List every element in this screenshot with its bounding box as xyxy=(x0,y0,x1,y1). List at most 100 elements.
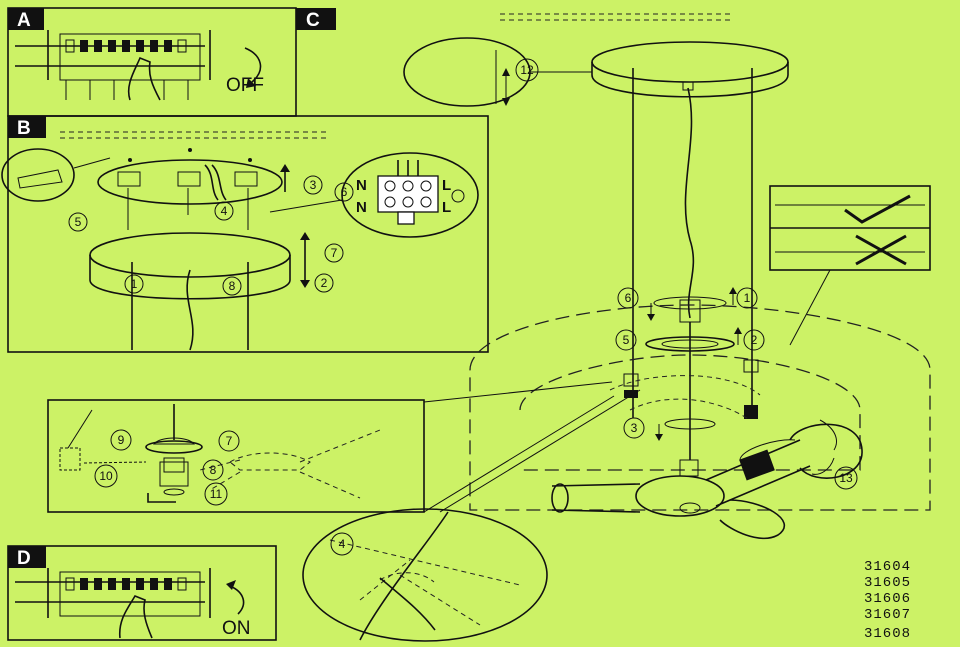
svg-text:9: 9 xyxy=(118,433,125,447)
step-marker-10: 10 xyxy=(94,464,118,488)
svg-text:6: 6 xyxy=(341,185,348,199)
knot-inset: 4 xyxy=(302,389,641,642)
step-marker-knot-4: 4 xyxy=(330,532,354,556)
step-marker-b7: 7 xyxy=(324,243,344,263)
step-marker-c6: 6 xyxy=(617,287,639,309)
svg-text:13: 13 xyxy=(839,471,853,485)
step-marker-b1: 1 xyxy=(124,274,144,294)
svg-text:6: 6 xyxy=(625,291,632,305)
knot-inset-ellipse xyxy=(302,508,548,642)
step-marker-b6: 6 xyxy=(334,182,354,202)
svg-text:12: 12 xyxy=(520,63,534,77)
lamp-arm-right xyxy=(719,499,786,540)
panel-a-status: OFF xyxy=(226,75,264,96)
step-marker-8: 8 xyxy=(202,459,224,481)
lamp-holder-stem xyxy=(679,459,699,477)
svg-text:1: 1 xyxy=(744,291,751,305)
panel-a-label: A xyxy=(17,10,31,31)
svg-text:11: 11 xyxy=(210,487,223,501)
svg-text:4: 4 xyxy=(339,537,346,551)
canopy xyxy=(89,255,291,300)
wall-plug-inset xyxy=(1,148,75,202)
terminal-l-top: L xyxy=(442,177,451,194)
panel-a-breaker-strip xyxy=(15,30,211,100)
model-number: 31607 xyxy=(864,607,911,623)
svg-text:1: 1 xyxy=(131,277,138,291)
svg-text:2: 2 xyxy=(751,333,758,347)
detail-inset: 9 7 10 8 11 xyxy=(47,381,615,513)
terminal-l-bottom: L xyxy=(442,199,451,216)
panel-d-label-box xyxy=(8,546,46,568)
terminal-block xyxy=(117,171,141,187)
panel-b: B xyxy=(1,115,489,353)
panel-a: A OFF xyxy=(7,7,297,117)
step-marker-9: 9 xyxy=(110,429,132,451)
lamp-socket xyxy=(739,449,775,481)
svg-text:10: 10 xyxy=(99,469,113,483)
power-cable-c xyxy=(684,87,695,319)
panel-d-label: D xyxy=(17,548,31,569)
power-cable xyxy=(186,269,194,351)
cord-grip xyxy=(679,299,701,323)
step-marker-c5: 5 xyxy=(615,329,637,351)
detail-inset-frame xyxy=(47,399,425,513)
mounting-plate xyxy=(97,159,283,205)
cord-lock xyxy=(163,457,185,473)
step-marker-7: 7 xyxy=(218,430,240,452)
svg-text:2: 2 xyxy=(321,276,328,290)
panel-d-status: ON xyxy=(222,618,251,639)
svg-text:3: 3 xyxy=(631,421,638,435)
step-marker-c13: 13 xyxy=(834,466,858,490)
terminal-n-bottom: N xyxy=(356,199,367,216)
model-number: 31606 xyxy=(864,591,911,607)
svg-text:3: 3 xyxy=(310,178,317,192)
svg-text:5: 5 xyxy=(75,215,82,229)
step-marker-b8: 8 xyxy=(222,276,242,296)
panel-d-hand xyxy=(118,595,153,639)
panel-d: D ON xyxy=(7,545,277,641)
shade-outline xyxy=(469,304,931,511)
panel-c-label-box xyxy=(296,8,336,30)
panel-c: C 12 xyxy=(296,8,931,540)
step-marker-b2: 2 xyxy=(314,273,334,293)
light-bulb xyxy=(789,423,863,479)
cross-icon xyxy=(855,234,907,266)
model-number-last: 31608 xyxy=(864,626,912,642)
panel-d-breaker-strip xyxy=(15,568,211,618)
set-screw-inset xyxy=(403,37,531,107)
svg-text:8: 8 xyxy=(210,463,217,477)
svg-text:8: 8 xyxy=(229,279,236,293)
panel-b-label: B xyxy=(17,118,31,139)
lamp-arm-left xyxy=(551,483,569,513)
panel-c-label: C xyxy=(306,10,320,31)
step-marker-c2: 2 xyxy=(743,329,765,351)
panel-a-hand xyxy=(127,56,161,101)
svg-text:7: 7 xyxy=(331,246,338,260)
svg-text:7: 7 xyxy=(226,434,233,448)
wiring-inset xyxy=(341,152,479,238)
model-number: 31604 xyxy=(864,559,911,575)
canopy-assembled xyxy=(591,41,789,83)
step-marker-c1: 1 xyxy=(736,287,758,309)
wire-gripper-left xyxy=(623,373,639,387)
lamp-hub xyxy=(635,475,725,517)
panel-d-frame xyxy=(7,545,277,641)
step-marker-b4: 4 xyxy=(214,201,234,221)
panel-b-frame xyxy=(7,115,489,353)
panel-a-arrow xyxy=(244,47,262,83)
wire-gripper-right xyxy=(743,359,759,373)
step-marker-b3: 3 xyxy=(303,175,323,195)
step-marker-b5: 5 xyxy=(68,212,88,232)
step-marker-11: 11 xyxy=(204,482,228,506)
model-number: 31605 xyxy=(864,575,911,591)
step-marker-c3: 3 xyxy=(623,417,645,439)
panel-d-arrow xyxy=(229,585,245,615)
terminal-n-top: N xyxy=(356,177,367,194)
panel-a-frame xyxy=(7,7,297,117)
panel-b-label-box xyxy=(8,116,46,138)
svg-text:5: 5 xyxy=(623,333,630,347)
check-icon xyxy=(844,194,911,224)
svg-text:4: 4 xyxy=(221,204,228,218)
step-marker-12: 12 xyxy=(515,58,539,82)
